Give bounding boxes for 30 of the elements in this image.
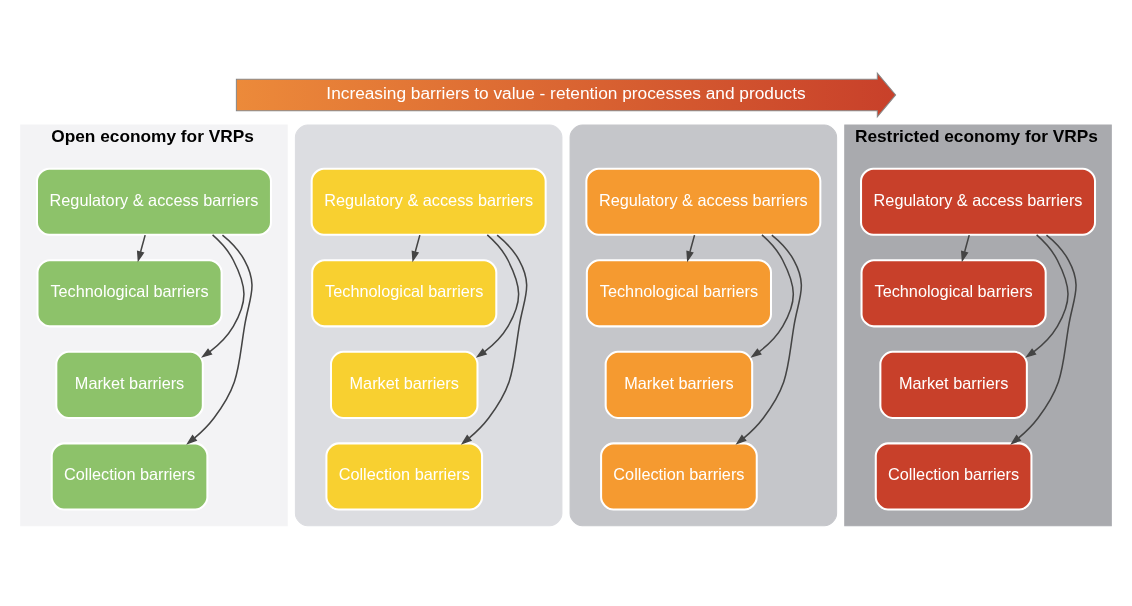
node-box: Regulatory & access barriers xyxy=(35,167,272,236)
node-box: Regulatory & access barriers xyxy=(585,167,822,236)
node-box: Regulatory & access barriers xyxy=(860,167,1097,236)
node-box: Market barriers xyxy=(879,350,1028,419)
node-box: Market barriers xyxy=(55,350,204,419)
arrow xyxy=(460,233,528,445)
node-box: Market barriers xyxy=(604,350,754,419)
arrow xyxy=(1025,233,1069,358)
arrow xyxy=(750,233,795,358)
arrow xyxy=(735,233,803,445)
node-box: Regulatory & access barriers xyxy=(310,167,547,236)
arrow xyxy=(960,233,970,262)
node-box: Collection barriers xyxy=(50,441,209,511)
node-box: Technological barriers xyxy=(311,258,498,327)
arrow xyxy=(475,233,520,358)
cluster xyxy=(294,123,563,526)
arrow xyxy=(186,233,253,445)
cluster xyxy=(569,123,838,526)
node-box: Technological barriers xyxy=(36,258,223,327)
arrow xyxy=(686,233,696,262)
arrow xyxy=(201,233,245,358)
arrow xyxy=(411,233,421,262)
node-box: Market barriers xyxy=(329,350,479,419)
arrow xyxy=(1010,233,1077,445)
node-box: Technological barriers xyxy=(585,258,772,327)
node-box: Technological barriers xyxy=(860,258,1047,327)
arrow xyxy=(136,233,146,262)
node-box: Collection barriers xyxy=(600,441,758,511)
node-box: Collection barriers xyxy=(325,441,484,511)
node-box: Collection barriers xyxy=(874,441,1033,511)
